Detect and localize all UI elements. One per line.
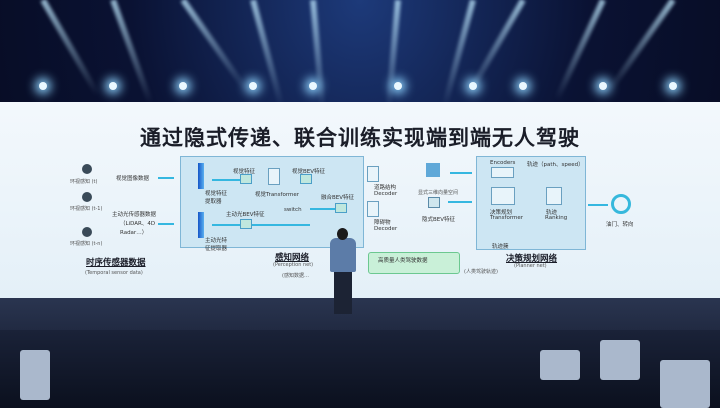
bev-feature-icon (428, 197, 440, 208)
road-decoder-label: 道路结构Decoder (374, 185, 398, 197)
human-data-box: 高质量人类驾驶数据 (368, 252, 460, 274)
slide-title: 通过隐式传递、联合训练实现端到端无人驾驶 (140, 126, 580, 150)
transformer-label: 视觉Transformer (255, 192, 300, 198)
arrow (450, 172, 472, 174)
bev-node (300, 174, 312, 184)
encoders-label: Encoders (490, 160, 516, 166)
stage-lamp (519, 82, 527, 90)
stage-lamp (394, 82, 402, 90)
vision-extractor-label: 视觉特征提取器 (205, 191, 228, 205)
switch-label: switch (284, 207, 302, 213)
perception-heading-en: (Perception net) (273, 262, 314, 268)
fused-bev-node (335, 203, 347, 213)
vision-bev-label: 视觉BEV特征 (292, 169, 326, 175)
human-data-label: 高质量人类驾驶数据 (378, 258, 428, 264)
stage-lamp (179, 82, 187, 90)
candidates-label: 轨迹簇 (492, 244, 509, 250)
arrow (310, 208, 335, 210)
vision-data-label: 视觉图像数据 (116, 176, 150, 182)
explicit-label: 显式三维向量空间 (418, 190, 459, 196)
active-extractor-label: 主动光特征提取器 (205, 238, 228, 252)
planner-heading: 决策规划网络 (506, 254, 558, 264)
fused-bev-label: 融合BEV特征 (321, 195, 355, 201)
stage-lamp (249, 82, 257, 90)
decoder-node (367, 166, 379, 182)
ranking-label: 轨迹 (546, 210, 558, 216)
car-sensor-icon (82, 192, 92, 202)
stage-lamp (309, 82, 317, 90)
active-bev-label: 主动光BEV特征 (226, 212, 265, 218)
arrow (252, 224, 310, 226)
frame-label: 环视感知 (t-n) (70, 241, 103, 247)
arrow (158, 177, 174, 179)
frame-label: 环视感知 (t-1) (70, 206, 103, 212)
decoder-node (367, 201, 379, 217)
arrow (448, 201, 472, 203)
audience-seat (660, 360, 710, 408)
active-data-label: 主动光传感器数据 (112, 212, 157, 218)
stage-lamp (599, 82, 607, 90)
arrow (212, 179, 240, 181)
extractor-icon (198, 163, 204, 189)
audience-seat (540, 350, 580, 380)
audience-seat (20, 350, 50, 400)
perception-heading: 感知网络 (275, 253, 310, 263)
planner-transformer-node (491, 187, 515, 205)
car-sensor-icon (82, 164, 92, 174)
extractor-icon (198, 212, 204, 238)
sensors-heading: 时序传感器数据 (86, 258, 146, 268)
human-trajectory-label: (人类驾驶轨迹) (464, 269, 498, 275)
output-label: 油门、转向 (606, 222, 634, 228)
vision-feature-label: 视觉特征 (233, 169, 256, 175)
transformer-node (268, 168, 280, 185)
presenter-legs (334, 272, 352, 314)
trajectory-label: 轨迹（path、speed） (527, 162, 584, 168)
presenter-head (337, 228, 348, 240)
stage-lamp (39, 82, 47, 90)
stage-lamp (669, 82, 677, 90)
perception-note: (感知数据… (282, 273, 309, 279)
car-sensor-icon (82, 227, 92, 237)
arrow (158, 223, 174, 225)
arrow (212, 224, 240, 226)
transformer-label: 决策规划 (490, 210, 513, 216)
planner-heading-en: (Planner net) (514, 263, 547, 269)
steering-wheel-icon (611, 194, 631, 214)
frame-label: 环视感知 (t) (70, 179, 98, 185)
transformer-label: Transformer (490, 215, 524, 221)
active-data-detail: （LiDAR、4D (120, 221, 156, 227)
obstacle-decoder-label: 障碍物Decoder (374, 220, 398, 232)
stage-lamp (109, 82, 117, 90)
active-data-detail: Radar…） (120, 230, 148, 236)
audience-seat (600, 340, 640, 380)
active-bev-node (240, 219, 252, 229)
ranking-node (546, 187, 562, 205)
arrow (588, 204, 608, 206)
vector-space-icon (426, 163, 440, 177)
presenter (330, 238, 356, 272)
encoders-node (491, 167, 514, 178)
feature-node (240, 174, 252, 184)
sensors-heading-en: (Temporal sensor data) (85, 270, 143, 276)
ranking-label: Ranking (545, 215, 568, 221)
implicit-label: 隐式BEV特征 (422, 217, 456, 223)
